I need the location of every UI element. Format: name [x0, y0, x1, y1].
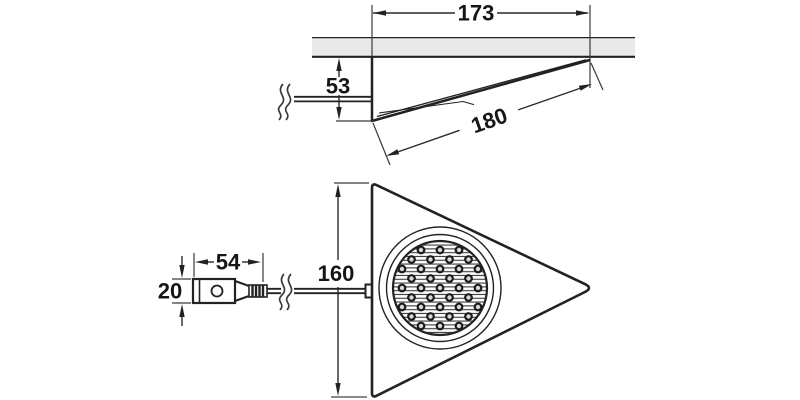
led-dot — [435, 245, 445, 255]
lens-outer-ring — [378, 226, 502, 350]
dimension-line — [517, 87, 581, 111]
extension-line — [372, 122, 391, 166]
cabinet-panel — [312, 37, 635, 57]
dimension-160: 160 — [318, 182, 369, 398]
dim-label-20: 20 — [158, 279, 182, 304]
arrowhead — [335, 184, 341, 197]
cable-side-view — [277, 83, 372, 121]
led-dot — [464, 312, 473, 321]
led-dot — [416, 302, 426, 312]
arrowhead — [179, 304, 185, 317]
plug-pin-hole — [210, 284, 224, 298]
side-view: 173 53 — [277, 1, 635, 166]
cable-entry-stub — [364, 283, 373, 299]
led-dot — [454, 302, 464, 312]
plug-body — [191, 277, 237, 305]
dim-label-54: 54 — [216, 250, 241, 275]
arrowhead — [336, 107, 342, 120]
led-dot — [426, 255, 435, 264]
led-dot — [435, 283, 445, 293]
led-dot — [407, 312, 416, 321]
dimension-53: 53 — [326, 58, 374, 122]
led-dot — [454, 283, 464, 293]
led-dot — [407, 255, 416, 264]
led-dot-array — [397, 245, 483, 331]
led-dot — [464, 293, 473, 302]
led-dot — [473, 302, 483, 312]
led-dot — [397, 283, 407, 293]
arrowhead — [336, 58, 342, 71]
lens-inner-ring — [385, 233, 495, 343]
led-dot — [426, 312, 435, 321]
led-dot — [416, 283, 426, 293]
led-dot — [426, 274, 435, 283]
led-dot — [435, 321, 445, 331]
diffuser-step-line — [378, 100, 475, 114]
dim-label-160: 160 — [318, 261, 355, 286]
dim-label-180: 180 — [468, 103, 511, 139]
led-dot — [445, 293, 454, 302]
led-dot — [454, 321, 464, 331]
plug-taper — [234, 280, 250, 302]
arrowhead — [179, 265, 185, 278]
dimension-54: 54 — [193, 250, 264, 282]
arrowhead — [195, 259, 208, 265]
led-dot — [397, 264, 407, 274]
led-dot — [454, 264, 464, 274]
dim-label-173: 173 — [458, 1, 495, 26]
arrowhead — [335, 383, 341, 396]
led-dot — [407, 293, 416, 302]
led-dot — [445, 312, 454, 321]
cable-break-icon — [277, 83, 292, 121]
arrowhead — [576, 10, 589, 16]
led-dot — [464, 255, 473, 264]
led-dot — [397, 302, 407, 312]
led-dot — [445, 255, 454, 264]
led-dot — [416, 245, 426, 255]
led-dot — [464, 274, 473, 283]
extension-line — [590, 62, 604, 91]
led-dot — [407, 274, 416, 283]
led-dot — [435, 302, 445, 312]
dimension-line — [397, 129, 460, 153]
led-dot — [416, 321, 426, 331]
underside-view: 160 — [158, 182, 591, 398]
led-dot — [445, 274, 454, 283]
diffuser-edge-line — [376, 59, 587, 118]
led-dot — [473, 283, 483, 293]
led-dot — [454, 245, 464, 255]
led-dot — [473, 264, 483, 274]
dim-label-53: 53 — [326, 74, 350, 99]
dimension-180: 180 — [372, 62, 604, 166]
led-dot — [426, 293, 435, 302]
arrowhead — [373, 10, 386, 16]
arrowhead — [578, 84, 592, 91]
arrowhead — [248, 259, 261, 265]
led-dot — [435, 264, 445, 274]
arrowhead — [386, 149, 400, 156]
cable-and-plug — [191, 273, 373, 311]
dimension-20: 20 — [158, 256, 191, 326]
light-triangular-face — [370, 183, 591, 398]
strain-relief-ribs — [248, 284, 268, 298]
led-dot — [416, 264, 426, 274]
dimension-173: 173 — [371, 1, 591, 88]
